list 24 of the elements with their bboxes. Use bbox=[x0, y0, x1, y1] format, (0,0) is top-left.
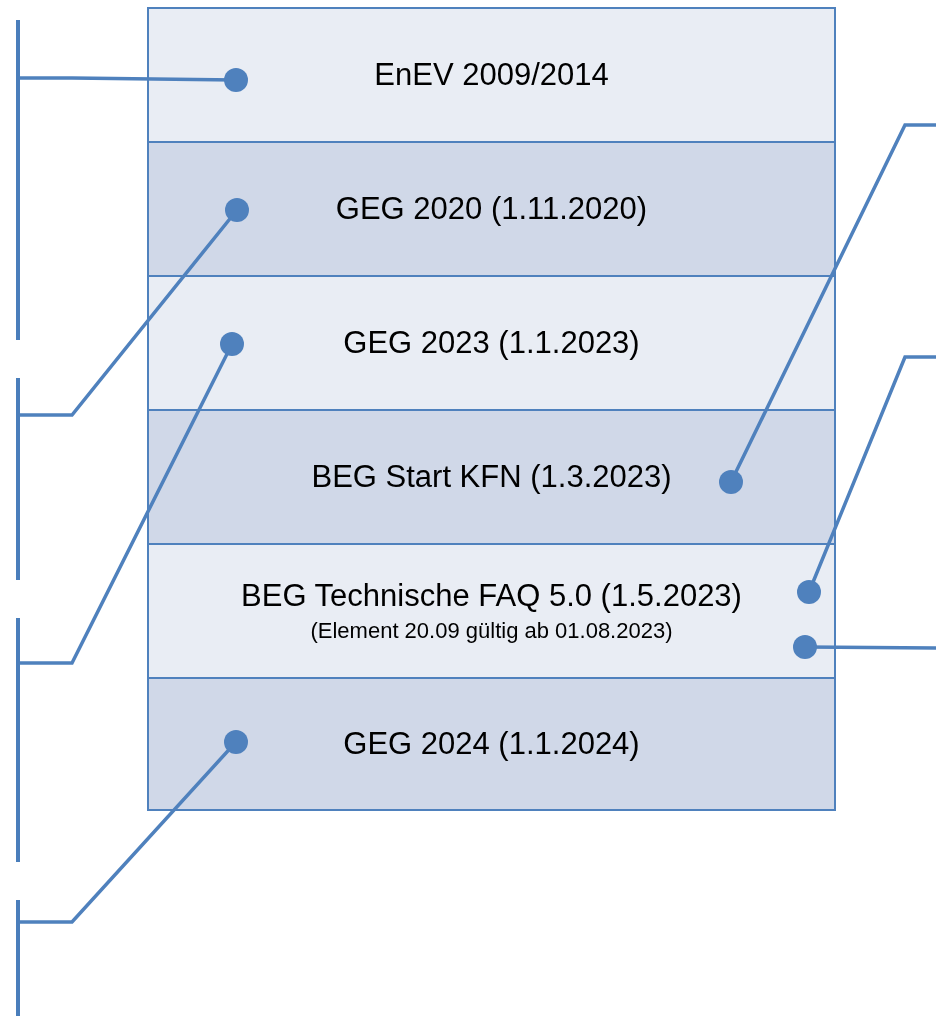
timeline-row bbox=[147, 677, 836, 811]
timeline-row bbox=[147, 7, 836, 143]
leader-line bbox=[20, 730, 248, 924]
bracket-bar bbox=[16, 20, 20, 340]
row-title: GEG 2024 (1.1.2024) bbox=[343, 726, 640, 762]
bracket-bar bbox=[16, 900, 20, 1016]
row-title: GEG 2023 (1.1.2023) bbox=[343, 325, 640, 361]
row-note: (Element 20.09 gültig ab 01.08.2023) bbox=[310, 618, 673, 644]
leader-line bbox=[797, 355, 936, 604]
row-title: BEG Start KFN (1.3.2023) bbox=[311, 459, 672, 495]
timeline-row bbox=[147, 275, 836, 411]
timeline-row bbox=[147, 543, 836, 679]
leader-line bbox=[20, 332, 244, 665]
bracket-bar bbox=[16, 618, 20, 862]
leader-line bbox=[20, 198, 249, 417]
timeline-row bbox=[147, 141, 836, 277]
leader-line bbox=[719, 123, 936, 494]
leader-line bbox=[20, 68, 248, 92]
timeline-row bbox=[147, 409, 836, 545]
row-title: BEG Technische FAQ 5.0 (1.5.2023) bbox=[241, 578, 742, 614]
leader-line bbox=[793, 635, 936, 659]
bracket-bar bbox=[16, 378, 20, 580]
row-title: GEG 2020 (1.11.2020) bbox=[335, 191, 648, 227]
row-title: EnEV 2009/2014 bbox=[374, 57, 609, 93]
